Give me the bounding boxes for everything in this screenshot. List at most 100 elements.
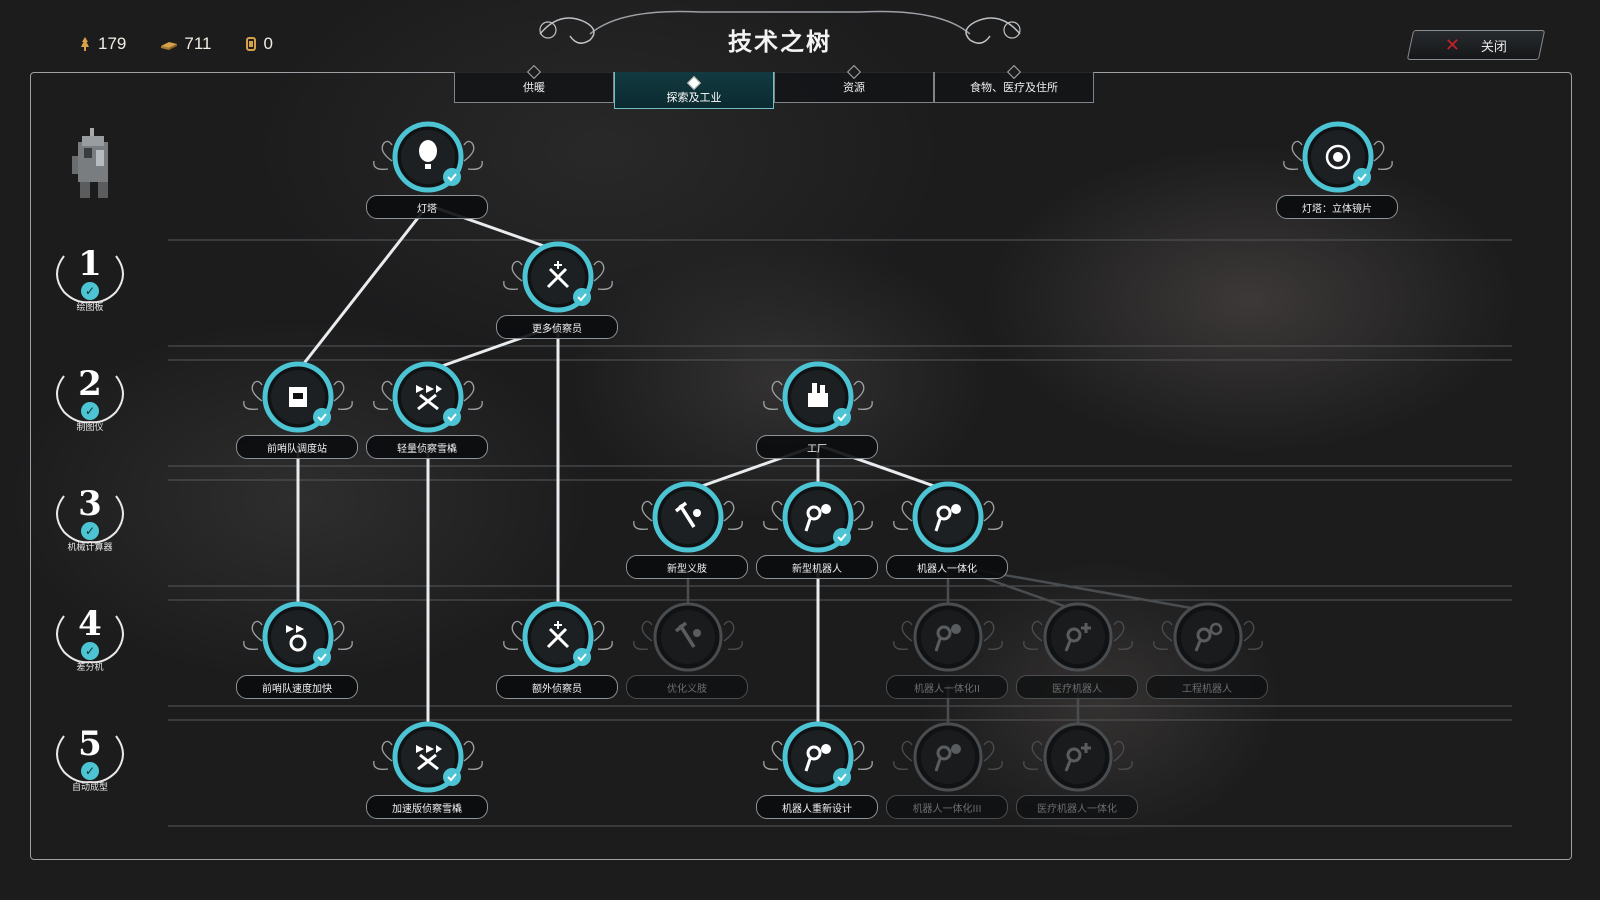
node-label-engineer-automaton[interactable]: 工程机器人 xyxy=(1146,675,1268,699)
balloon-icon xyxy=(419,140,437,169)
tech-node-medical-automaton-integration[interactable] xyxy=(1023,722,1133,792)
tech-node-factory[interactable] xyxy=(763,361,873,433)
ornament-icon xyxy=(373,740,483,770)
ornament-icon xyxy=(503,260,613,290)
researched-check-icon xyxy=(443,408,461,426)
tech-nodes xyxy=(243,121,1393,793)
tier-row-lines xyxy=(168,239,1512,827)
node-label-optimized-prosthetics[interactable]: 优化义肢 xyxy=(626,675,748,699)
factory-icon xyxy=(808,383,828,407)
node-label-outpost-depot[interactable]: 前哨队调度站 xyxy=(236,435,358,459)
researched-check-icon xyxy=(573,288,591,306)
researched-check-icon xyxy=(833,408,851,426)
tab-food-medical-housing[interactable]: 食物、医疗及住所 xyxy=(934,64,1094,103)
node-label-extra-scouts[interactable]: 额外侦察员 xyxy=(496,675,618,699)
connector-line xyxy=(296,204,430,372)
resource-steam-core-value: 0 xyxy=(263,34,273,53)
depot-icon xyxy=(289,387,307,407)
engineer-automaton-icon xyxy=(1194,622,1223,652)
wreath-icon xyxy=(56,375,124,424)
tier-2: 2 ✓ 制图仪 xyxy=(40,366,140,433)
sledge-icon xyxy=(416,385,442,411)
medical-automaton-icon xyxy=(1064,623,1091,652)
node-label-automaton-redesign[interactable]: 机器人重新设计 xyxy=(756,795,878,819)
tab-resources[interactable]: 资源 xyxy=(774,64,934,103)
tier-label: 机械计算器 xyxy=(67,543,113,553)
researched-check-icon xyxy=(833,768,851,786)
tier-1: 1 ✓ 绘图板 xyxy=(40,246,140,313)
ornament-icon xyxy=(893,620,1003,650)
tech-node-outpost-speed[interactable] xyxy=(243,601,353,673)
resource-people: 179 xyxy=(78,34,126,54)
ornament-icon xyxy=(893,500,1003,530)
node-label-lighthouse-lens[interactable]: 灯塔：立体镜片 xyxy=(1276,195,1398,219)
automaton-icon xyxy=(804,744,831,772)
ornament-icon xyxy=(503,620,613,650)
node-label-medical-automaton-integration[interactable]: 医疗机器人一体化 xyxy=(1016,795,1138,819)
tech-node-lighthouse[interactable] xyxy=(373,121,483,193)
node-label-factory[interactable]: 工厂 xyxy=(756,435,878,459)
tech-node-lighthouse-lens[interactable] xyxy=(1283,121,1393,193)
node-label-lighthouse[interactable]: 灯塔 xyxy=(366,195,488,219)
node-label-automaton-integration-3[interactable]: 机器人一体化III xyxy=(886,795,1008,819)
node-label-new-prosthetics[interactable]: 新型义肢 xyxy=(626,555,748,579)
researched-check-icon xyxy=(833,528,851,546)
sledge-icon xyxy=(416,745,442,771)
tab-exploration-industry[interactable]: 探索及工业 xyxy=(614,72,774,109)
ornament-icon xyxy=(373,380,483,410)
tech-node-automaton-integration-3[interactable] xyxy=(893,722,1003,792)
ornament-icon xyxy=(373,140,483,170)
tier-5: 5 ✓ 自动成型 xyxy=(40,726,140,793)
tier-number: 1 xyxy=(78,244,102,284)
ornament-icon xyxy=(1153,620,1263,650)
tier-number: 2 xyxy=(78,364,102,404)
node-core xyxy=(1051,610,1105,664)
tech-node-medical-automaton[interactable] xyxy=(1023,602,1133,672)
tech-node-automaton-redesign[interactable] xyxy=(763,721,873,793)
node-core xyxy=(1181,610,1235,664)
wreath-icon xyxy=(56,255,124,304)
tier-label: 差分机 xyxy=(76,663,104,673)
researched-check-icon xyxy=(313,408,331,426)
tech-node-automaton-integration-2[interactable] xyxy=(893,602,1003,672)
tech-node-extra-scouts[interactable] xyxy=(503,601,613,673)
node-label-new-automaton[interactable]: 新型机器人 xyxy=(756,555,878,579)
node-core xyxy=(401,730,455,784)
resource-steel: 711 xyxy=(160,34,211,54)
tech-node-light-sledge[interactable] xyxy=(373,361,483,433)
wreath-icon xyxy=(56,495,124,544)
tech-node-more-scouts[interactable] xyxy=(503,241,613,313)
tab-heating[interactable]: 供暖 xyxy=(454,64,614,103)
node-label-automaton-integration[interactable]: 机器人一体化 xyxy=(886,555,1008,579)
tech-node-fast-sledge[interactable] xyxy=(373,721,483,793)
wreath-icon xyxy=(56,615,124,664)
node-label-more-scouts[interactable]: 更多侦察员 xyxy=(496,315,618,339)
node-label-medical-automaton[interactable]: 医疗机器人 xyxy=(1016,675,1138,699)
tech-node-optimized-prosthetics[interactable] xyxy=(633,602,743,672)
page-title: 技术之树 xyxy=(728,28,832,56)
tech-node-automaton-integration[interactable] xyxy=(893,481,1003,553)
tier-label: 自动成型 xyxy=(71,783,108,793)
node-label-outpost-speed[interactable]: 前哨队速度加快 xyxy=(236,675,358,699)
resource-steam-core: 0 xyxy=(245,34,273,54)
people-icon xyxy=(81,37,89,51)
tech-node-outpost-depot[interactable] xyxy=(243,361,353,433)
tier-3: 3 ✓ 机械计算器 xyxy=(40,486,140,553)
automaton-icon xyxy=(804,504,831,532)
researched-check-icon xyxy=(313,648,331,666)
tech-node-engineer-automaton[interactable] xyxy=(1153,602,1263,672)
node-label-fast-sledge[interactable]: 加速版侦察雪橇 xyxy=(366,795,488,819)
check-icon: ✓ xyxy=(81,762,99,780)
tech-node-new-prosthetics[interactable] xyxy=(633,481,743,553)
tech-node-new-automaton[interactable] xyxy=(763,481,873,553)
node-label-light-sledge[interactable]: 轻量侦察雪橇 xyxy=(366,435,488,459)
ornament-icon xyxy=(763,740,873,770)
ornament-icon xyxy=(243,620,353,650)
node-label-automaton-integration-2[interactable]: 机器人一体化II xyxy=(886,675,1008,699)
ornament-icon xyxy=(763,500,873,530)
ornament-icon xyxy=(1023,620,1133,650)
tab-label: 资源 xyxy=(843,81,865,94)
steam-core-icon xyxy=(246,37,257,51)
tab-label: 探索及工业 xyxy=(666,91,722,104)
